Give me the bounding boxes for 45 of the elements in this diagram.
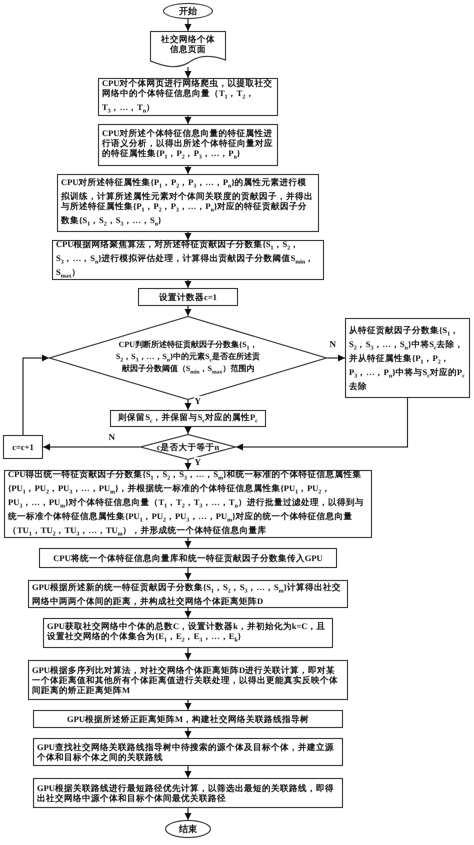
process-box: GPU根据所述新的统一特征贡献因子分数集{S$_{1}$，S$_{2}$，S$_{3}$，…，S$_{m}$}计算得出社交网络中两两个体间的距离，并构成社交网络个体距离矩阵D xyxy=(28,580,348,608)
document-shape: 社交网络个体信息页面 xyxy=(150,31,226,67)
process-box: CPU对个体网页进行网络爬虫，以提取社交网络中的个体特征信息向量（T$_{1}$，T$_{2}$，T$_{3}$，…，T$_{n}$） xyxy=(98,78,278,116)
arrow xyxy=(184,648,192,660)
edge-label: Y xyxy=(194,456,202,468)
arrow xyxy=(184,306,192,316)
process-box: 则保留S$_{c}$，并保留与S$_{c}$对应的属性P$_{c}$ xyxy=(110,410,266,427)
arrow xyxy=(236,398,408,450)
arrow xyxy=(184,400,192,410)
process-box: CPU对所述个体特征信息向量的特征属性进行语义分析，以得出所述个体特征向量对应的特征属性集{P$_{1}$，P$_{2}$，P$_{3}$，…，P$_{n}$} xyxy=(98,124,278,166)
edge-label: N xyxy=(108,432,116,442)
arrow xyxy=(184,232,192,240)
arrow xyxy=(326,354,346,362)
process-box: GPU获取社交网络中个体的总数C，设置计数器k，并初始化为k=C，且设置社交网络的个体集合为{E$_{1}$，E$_{2}$，E$_{3}$，…，E$_{k}$} xyxy=(43,618,333,648)
process-box: 从特征贡献因子分数集{S$_{1}$，S$_{2}$，S$_{3}$，…，S$_{n}$}中将S$_{c}$去除，并从特征属性集{P$_{1}$，P$_{2}$，P$_{3}$，…，P$_{n}$}中将与S$_{c}$对应的P$_{c}$去除 xyxy=(345,318,470,398)
arrow xyxy=(184,426,192,434)
process-box: c=c+1 xyxy=(3,435,43,459)
process-box: GPU查找社交网络关联路线指导树中待搜索的源个体及目标个体，并建立源个体和目标个体之间的关联路线 xyxy=(33,738,343,766)
arrow xyxy=(184,66,192,78)
edge-label: N xyxy=(328,338,337,350)
arrow xyxy=(184,166,192,174)
process-box: GPU根据所述矫正距离矩阵M，构建社交网络关联路线指导树 xyxy=(33,710,343,728)
terminal-shape: 开始 xyxy=(163,3,213,19)
process-box: CPU得出统一特征贡献因子分数集{S$_{1}$，S$_{2}$，S$_{3}$，…，S$_{m}$}和统一标准的个体特征信息属性集{PU$_{1}$，PU$_{2}$，PU$_{3}$，…，PU$_{m}$}，并根据统一标准的个体特征信息属性集{PU$_{1}$，PU$_{2}$，PU$_{3}$，…，PU$_{m}$}对个体特征信息向量（T$_{1}$，T$_{2}$，T$_{3}$，…，T$_{n}$）进行批量过滤处理，以得到与统一标准个体特征信息属性集{PU$_{1}$，PU$_{2}$，PU$_{3}$，…，PU$_{m}$}对应的统一个体特征信息向量（TU$_{1}$，TU$_{2}$，TU$_{3}$，…，TU$_{m}$），并形成统一个体特征信息向量库 xyxy=(4,470,372,538)
arrow xyxy=(184,116,192,124)
process-box: CPU将统一个体特征信息向量库和统一特征贡献因子分数集传入GPU xyxy=(39,548,337,568)
decision-diamond: c是否大于等于n xyxy=(140,434,236,460)
process-box: 设置计数器c=1 xyxy=(138,288,238,306)
terminal-shape: 结束 xyxy=(165,820,211,838)
arrow xyxy=(184,18,192,32)
arrow xyxy=(184,700,192,710)
arrow xyxy=(184,538,192,548)
arrow xyxy=(22,354,50,436)
process-box: CPU根据网络聚焦算法，对所述特征贡献因子分数集{S$_{1}$，S$_{2}$，S$_{3}$，…，S$_{n}$}进行模拟评估处理，计算得出贡献因子分数阈值S$_{min}$，S$_{max}$） xyxy=(52,240,324,280)
process-box: GPU根据关联路线进行最短路径优先计算，以筛选出最短的关联路线，即得出社交网络中源个体和目标个体间最优关联路径 xyxy=(33,778,343,808)
arrow xyxy=(184,280,192,288)
arrow xyxy=(184,568,192,580)
arrow xyxy=(184,766,192,778)
arrow xyxy=(184,728,192,738)
arrow xyxy=(184,808,192,820)
arrow xyxy=(184,608,192,618)
arrow xyxy=(184,460,192,470)
process-box: CPU对所述特征属性集{P$_{1}$，P$_{2}$，P$_{3}$，…，P$_{n}$}的属性元素进行模拟训练，计算所述属性元素对个体间关联度的贡献因子，并得出与所述特征属性集{P$_{1}$，P$_{2}$，P$_{3}$，…，P$_{n}$}对应的特征贡献因子分数集{S$_{1}$，S$_{2}$，S$_{3}$，…，S$_{n}$} xyxy=(57,174,319,232)
process-box: GPU根据多序列比对算法，对社交网络个体距离矩阵D进行关联计算，即对某一个体距离值和其他所有个体距离值进行关联处理，以得出更能真实反映个体间距离的矫正距离矩阵M xyxy=(28,660,348,700)
arrow xyxy=(42,444,140,450)
